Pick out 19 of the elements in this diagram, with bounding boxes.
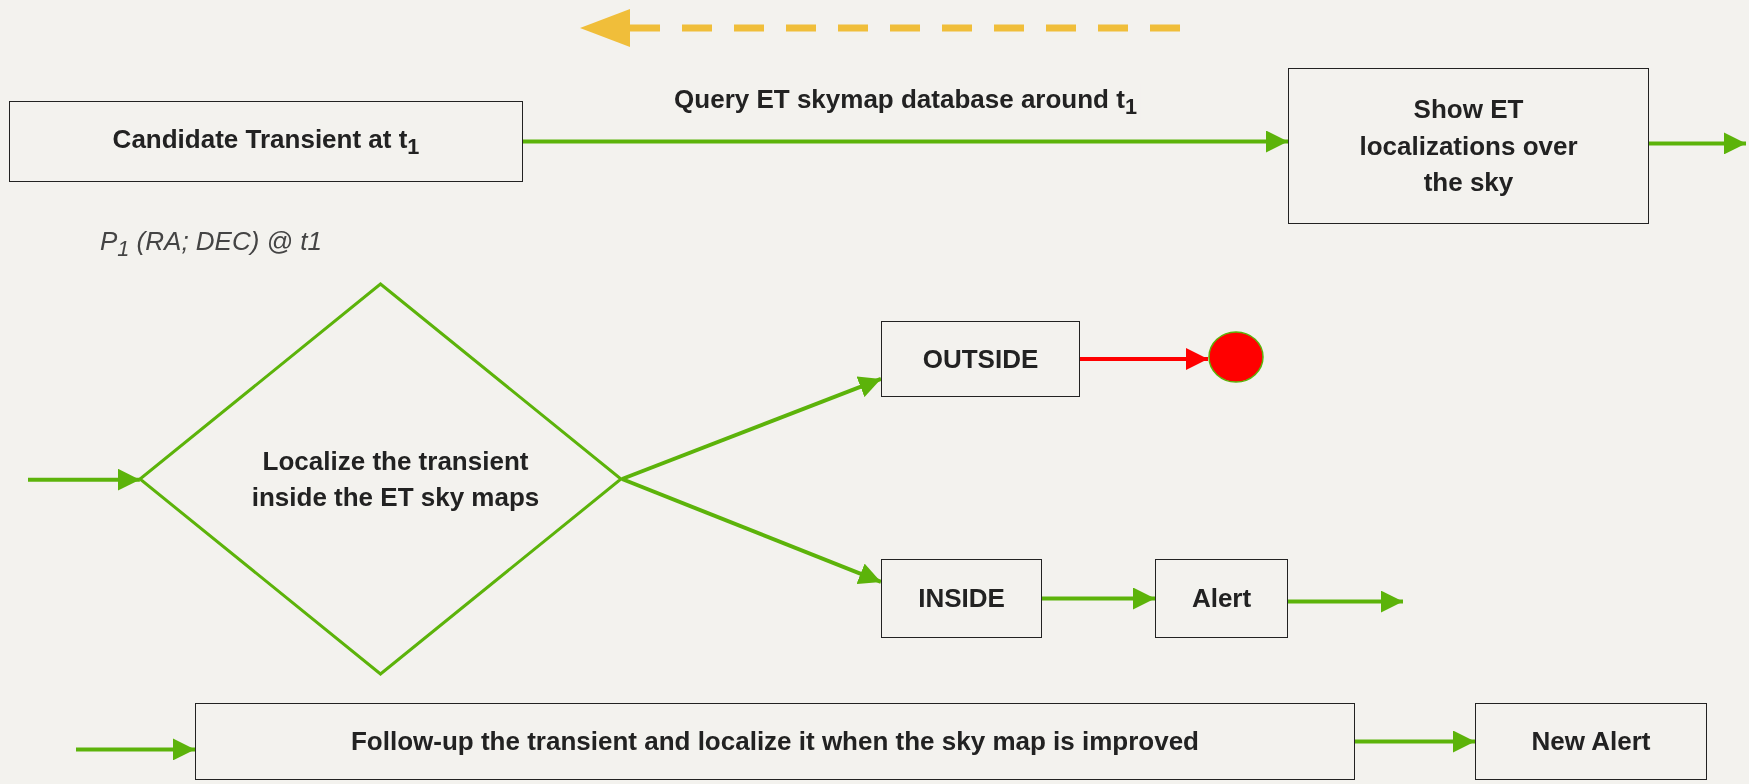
arrow	[28, 468, 140, 491]
arrow	[1042, 587, 1155, 610]
process-box: Alert	[1155, 559, 1288, 638]
annotation-label: P$_{1}$ (RA; DEC) @ t1	[100, 226, 322, 263]
arrow	[523, 130, 1288, 153]
arrow	[76, 738, 195, 761]
process-box: Follow-up the transient and localize it when the sky map is improved	[195, 703, 1355, 780]
process-box: Show ET localizations over the sky	[1288, 68, 1649, 224]
arrow	[1649, 132, 1746, 155]
arrow	[621, 477, 882, 585]
arrow	[1288, 590, 1403, 613]
process-box: OUTSIDE	[881, 321, 1080, 397]
process-box: Candidate Transient at t$_{1}$	[9, 101, 523, 182]
arrow	[1080, 348, 1208, 370]
process-box: New Alert	[1475, 703, 1707, 780]
process-box: INSIDE	[881, 559, 1042, 638]
decision-text: Localize the transient inside the ET sky maps	[250, 444, 541, 514]
arrow	[1355, 730, 1475, 753]
arrow	[621, 376, 882, 481]
